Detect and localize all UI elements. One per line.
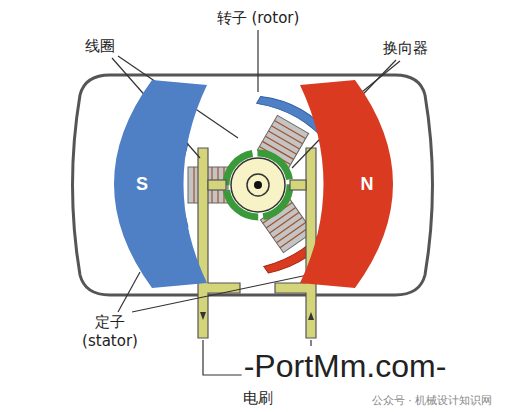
magnet-pole: N [295,78,395,290]
coil-winding [259,121,305,165]
part-label: 转子 (rotor) [217,9,300,28]
pole-letter: N [361,174,374,195]
motor-housing [73,75,433,295]
leader-line [118,272,140,312]
brush-contact [290,180,306,190]
brush [275,148,316,338]
leader-line [257,30,258,92]
magnet-shape [295,78,395,290]
part-label: 线圈 [85,37,115,56]
brush-contact [208,180,226,190]
part-label: 电刷 [243,389,273,408]
commutator-ring [226,153,290,217]
part-label: 换向器 [383,39,428,58]
shaft [254,181,262,189]
magnet-shape [112,78,212,290]
pole-letter: S [136,174,148,195]
magnet-pole: S [112,78,212,290]
part-label: 定子 (stator) [65,313,155,351]
watermark: -PortMm.com- [242,346,449,386]
magnet-body [114,80,207,288]
leader-lines [112,30,400,386]
watermark: 公众号 · 机械设计知识网 [372,394,493,408]
shaft-ring [247,174,269,196]
commutator-core [231,158,285,212]
magnet-body [300,80,393,288]
brush [198,148,240,338]
current-arrow [200,312,314,320]
